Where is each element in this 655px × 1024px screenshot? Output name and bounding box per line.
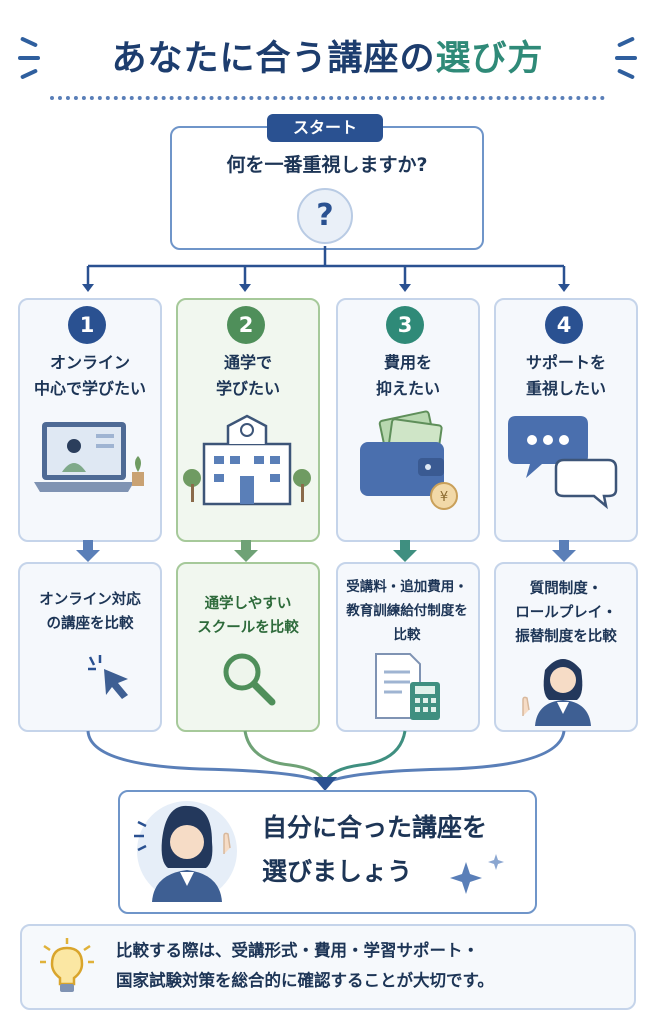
start-question: 何を一番重視しますか?	[226, 154, 428, 176]
final-message: 自分に合った講座を 選びましょう	[262, 806, 522, 894]
lightbulb-icon	[40, 938, 94, 992]
flow-arrow-4	[552, 540, 576, 562]
flow-arrow-2	[234, 540, 258, 562]
final-line1: 自分に合った講座を	[262, 813, 488, 842]
tip-line2: 国家試験対策を総合的に確認することが大切です。	[116, 971, 494, 990]
final-line2: 選びましょう	[262, 857, 413, 886]
chat-bubbles-icon	[508, 416, 618, 510]
title-dash-left-mid	[18, 56, 40, 60]
title-accent-text: 選び方	[435, 39, 544, 79]
merge-connectors	[86, 730, 566, 791]
title-divider	[50, 96, 605, 100]
result-4-line1: 質問制度・	[529, 581, 603, 597]
result-card-online	[18, 562, 162, 732]
option-label-4-line1: サポートを	[525, 353, 606, 372]
school-building-icon	[183, 414, 311, 506]
title-main-text: あなたに合う講座の	[111, 39, 436, 79]
result-3-line3: 比較	[393, 627, 421, 643]
result-3-line1: 受講料・追加費用・	[346, 579, 468, 595]
result-3-line2: 教育訓練給付制度を	[346, 603, 468, 619]
option-label-4-line2: 重視したい	[525, 379, 606, 398]
question-mark-icon: ?	[297, 188, 353, 244]
result-4-line3: 振替制度を比較	[515, 629, 617, 645]
branch-connectors	[82, 246, 570, 292]
document-calculator-icon	[375, 653, 440, 720]
tip-line1: 比較する際は、受講形式・費用・学習サポート・	[116, 941, 479, 960]
option-label-2-line1: 通学で	[223, 353, 272, 372]
result-4-line2: ロールプレイ・	[515, 605, 617, 621]
sparkle-icon	[450, 854, 504, 894]
wallet-icon: ¥	[360, 410, 458, 510]
result-2-line1: 通学しやすい	[204, 596, 292, 612]
option-label-1-line1: オンライン	[49, 353, 130, 372]
option-number-2: 2	[227, 306, 265, 344]
start-tag: スタート	[267, 114, 383, 142]
option-number-3: 3	[386, 306, 424, 344]
magnifier-icon	[223, 653, 276, 706]
option-label-3-line2: 抑えたい	[375, 379, 440, 398]
svg-text:¥: ¥	[440, 490, 448, 505]
page-title: あなたに合う講座の選び方	[0, 30, 655, 81]
result-2-line2: スクールを比較	[197, 620, 299, 636]
result-1-line2: の講座を比較	[46, 616, 134, 632]
flow-arrow-1	[76, 540, 100, 562]
option-label-1-line2: 中心で学びたい	[33, 379, 146, 398]
laptop-video-icon	[34, 422, 144, 492]
title-dash-right-mid	[615, 56, 637, 60]
tip-box	[20, 924, 636, 1010]
option-number-4: 4	[545, 306, 583, 344]
result-card-commute	[176, 562, 320, 732]
flow-arrow-3	[393, 540, 417, 562]
advisor-icon	[522, 659, 591, 726]
woman-pointing-icon	[134, 801, 237, 902]
tip-message: 比較する際は、受講形式・費用・学習サポート・ 国家試験対策を総合的に確認すること…	[116, 936, 626, 996]
option-number-1: 1	[68, 306, 106, 344]
option-label-2-line2: 学びたい	[215, 379, 280, 398]
cursor-icon	[88, 655, 128, 699]
option-label-3-line1: 費用を	[383, 353, 432, 372]
result-1-line1: オンライン対応	[39, 592, 141, 608]
